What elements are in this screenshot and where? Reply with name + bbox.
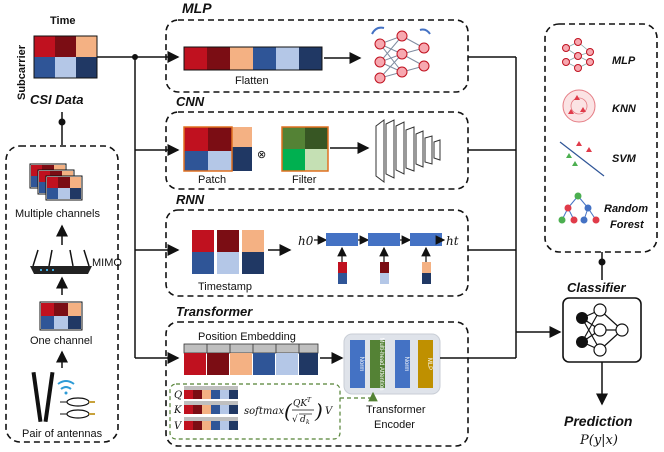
random-forest-option-icon: [558, 192, 600, 224]
one-channel-label: One channel: [30, 335, 92, 347]
timestamp-label: Timestamp: [198, 281, 252, 293]
svg-text:√: √: [292, 414, 298, 425]
connector-dot: [598, 258, 606, 266]
q-label: Q: [174, 390, 182, 401]
prediction-formula: P(y|x): [579, 433, 618, 448]
filter-grid: [281, 126, 329, 172]
mlp-block: MLP: [426, 358, 432, 370]
k-label: K: [173, 405, 182, 416]
filter-label: Filter: [292, 174, 317, 186]
attention-formula: ( QK T √ d k ) V: [284, 397, 334, 426]
ht-label: ht: [446, 234, 459, 248]
antenna-icon: [31, 371, 95, 423]
svg-text:T: T: [307, 397, 312, 404]
output-connectors: [440, 56, 562, 359]
multiple-channels-label: Multiple channels: [15, 208, 100, 220]
flatten-label: Flatten: [235, 75, 269, 87]
connector-dot: [58, 118, 66, 126]
csi-matrix: [33, 35, 98, 79]
rnn-cells: [314, 233, 446, 284]
transformer-encoder: Norm Multi-head Attention Norm MLP: [343, 333, 441, 395]
norm-block-1: Norm: [358, 357, 364, 372]
neural-network-icon: [371, 26, 431, 84]
svg-text:(: (: [284, 399, 293, 423]
mlp-option-label: MLP: [612, 55, 636, 67]
multiple-channels-icon: [29, 163, 83, 201]
classifier-options-panel: MLP KNN SVM: [544, 23, 658, 253]
cnn-title: CNN: [176, 94, 205, 109]
svm-option-label: SVM: [612, 153, 637, 165]
svg-text:V: V: [325, 406, 334, 417]
transformer-title: Transformer: [176, 304, 253, 319]
norm-block-2: Norm: [403, 357, 409, 372]
mlp-title: MLP: [182, 0, 212, 16]
random-forest-label-line2: Forest: [610, 219, 645, 231]
csi-data-block: Time Subcarrier CSI Data: [16, 15, 98, 107]
cnn-panel: CNN Patch ⊗ Filter: [165, 94, 469, 190]
rnn-panel: RNN Timestamp h0 ht: [165, 192, 469, 297]
svg-text:d: d: [300, 415, 306, 425]
transformer-panel: Transformer Position Embedding Norm Mul: [165, 304, 469, 447]
patch-grid: [183, 126, 252, 172]
v-label: V: [174, 421, 183, 432]
classifier-network-icon: [562, 297, 642, 363]
embedding-sequence: [183, 343, 319, 375]
timestamp-grid: [192, 230, 264, 274]
random-forest-label-line1: Random: [604, 203, 648, 215]
knn-option-label: KNN: [612, 103, 637, 115]
csi-data-label: CSI Data: [30, 92, 83, 107]
pair-of-antennas-label: Pair of antennas: [22, 428, 103, 440]
prediction-label: Prediction: [564, 413, 632, 429]
svg-text:k: k: [306, 419, 310, 426]
patch-label: Patch: [198, 174, 226, 186]
encoder-label-line1: Transformer: [366, 404, 426, 416]
attention-formula-box: Q K V softmax ( QK T √: [169, 383, 378, 440]
h0-label: h0: [298, 234, 314, 248]
encoder-label-line2: Encoder: [374, 419, 415, 431]
convolution-operator-icon: ⊗: [257, 149, 266, 161]
svm-option-icon: [559, 141, 605, 177]
svg-text:QK: QK: [293, 399, 308, 409]
mlp-option-icon: [562, 38, 594, 72]
classifier-label: Classifier: [567, 280, 626, 295]
subcarrier-label: Subcarrier: [16, 44, 28, 100]
mimo-label: MIMO: [92, 257, 122, 269]
one-channel-icon: [39, 301, 83, 331]
router-icon: [30, 249, 92, 274]
mlp-panel: MLP Flatten: [165, 0, 469, 93]
knn-option-icon: [562, 89, 596, 123]
multi-head-attention-block: Multi-head Attention: [378, 337, 384, 390]
time-label: Time: [50, 15, 75, 27]
rnn-title: RNN: [176, 192, 205, 207]
cnn-layers-icon: [375, 119, 441, 183]
svg-text:): ): [314, 399, 323, 423]
data-source-panel: Multiple channels MIMO One channel: [5, 145, 122, 443]
softmax-label: softmax: [244, 406, 284, 417]
position-embedding-label: Position Embedding: [198, 331, 296, 343]
flatten-vector: [183, 46, 323, 71]
